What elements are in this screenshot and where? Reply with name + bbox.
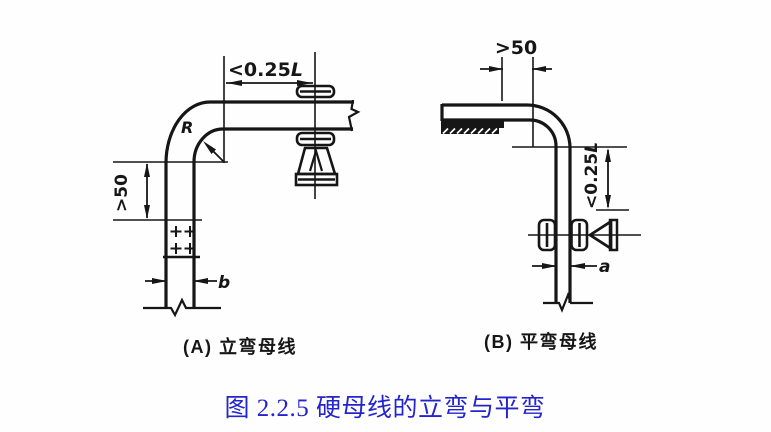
- figure-caption: 图 2.2.5 硬母线的立弯与平弯: [224, 394, 545, 422]
- clamp-plate-upper-a: [295, 84, 336, 99]
- bolt-cross-icon: [170, 226, 182, 237]
- clamp-plate-right-b: [570, 218, 589, 252]
- dim-b-side: <0.25L: [512, 142, 629, 211]
- arrow-left-icon: [227, 80, 242, 86]
- arrow-diagonal-icon: [203, 141, 216, 154]
- dim-a-side-label: >50: [112, 174, 132, 212]
- panel-a-label: (A) 立弯母线: [183, 336, 297, 357]
- dim-b-label: b: [218, 273, 230, 293]
- insulator-bell-a-detail: [308, 147, 324, 172]
- panel-b: >50 <0.25L a (B) 平: [440, 37, 641, 352]
- arrow-down-icon: [605, 195, 611, 209]
- insulator-base-b: [608, 218, 619, 252]
- busbar-b-inner-edge: [442, 118, 558, 303]
- joint-contact-b: [441, 119, 504, 135]
- arrow-up-icon: [605, 148, 611, 162]
- radius-label: R: [181, 118, 193, 137]
- bolt-cross-icon: [184, 226, 196, 237]
- bolt-cross-icon: [184, 243, 196, 254]
- joint-hatch-strip: [441, 128, 499, 134]
- busbar-b: [440, 103, 593, 313]
- busbar-a-outer-edge: [164, 100, 354, 308]
- dim-a-label: a: [599, 257, 610, 277]
- dim-a-top: <0.25L: [223, 56, 313, 163]
- arrow-left-icon: [570, 263, 585, 269]
- arrow-right-icon: [489, 66, 503, 72]
- arrow-right-icon: [297, 80, 312, 86]
- arrow-down-icon: [144, 205, 150, 219]
- bolt-cross-icon: [170, 243, 182, 254]
- arrow-left-icon: [193, 278, 208, 284]
- support-insulator-a: [294, 52, 339, 199]
- dim-b-top-label: >50: [495, 37, 537, 59]
- panel-b-label: (B) 平弯母线: [484, 331, 598, 352]
- dim-b-top: >50: [480, 37, 552, 147]
- arrow-up-icon: [144, 163, 150, 177]
- dim-a-radius: R: [181, 118, 225, 163]
- dim-a-top-label: <0.25L: [228, 59, 303, 81]
- arrow-left-icon: [532, 66, 546, 72]
- insulator-base-a: [294, 172, 339, 187]
- support-insulator-b: [528, 218, 641, 252]
- busbar-a: [143, 99, 361, 318]
- clamp-plate-left-b: [537, 218, 557, 252]
- dim-b-width: a: [532, 257, 610, 277]
- busbar-a-end-break: [347, 99, 361, 132]
- dim-a-side: >50: [112, 161, 228, 221]
- arrow-right-icon: [152, 278, 167, 284]
- joint-solid-strip: [441, 119, 504, 128]
- hatch-marks-icon: [442, 127, 498, 135]
- clamp-plate-lower-a: [295, 131, 336, 147]
- busbar-b-outer-edge: [442, 103, 572, 303]
- busbar-b-bottom-break: [543, 291, 593, 313]
- busbar-a-bottom-break: [143, 297, 221, 318]
- dim-b-side-label: <0.25L: [582, 142, 602, 209]
- dim-a-width: b: [145, 273, 230, 293]
- arrow-right-icon: [542, 263, 557, 269]
- panel-a: <0.25L >50 R b (A) 立弯母线: [112, 52, 361, 357]
- clamp-a: [163, 226, 200, 259]
- busbar-a-inner-edge: [192, 127, 353, 308]
